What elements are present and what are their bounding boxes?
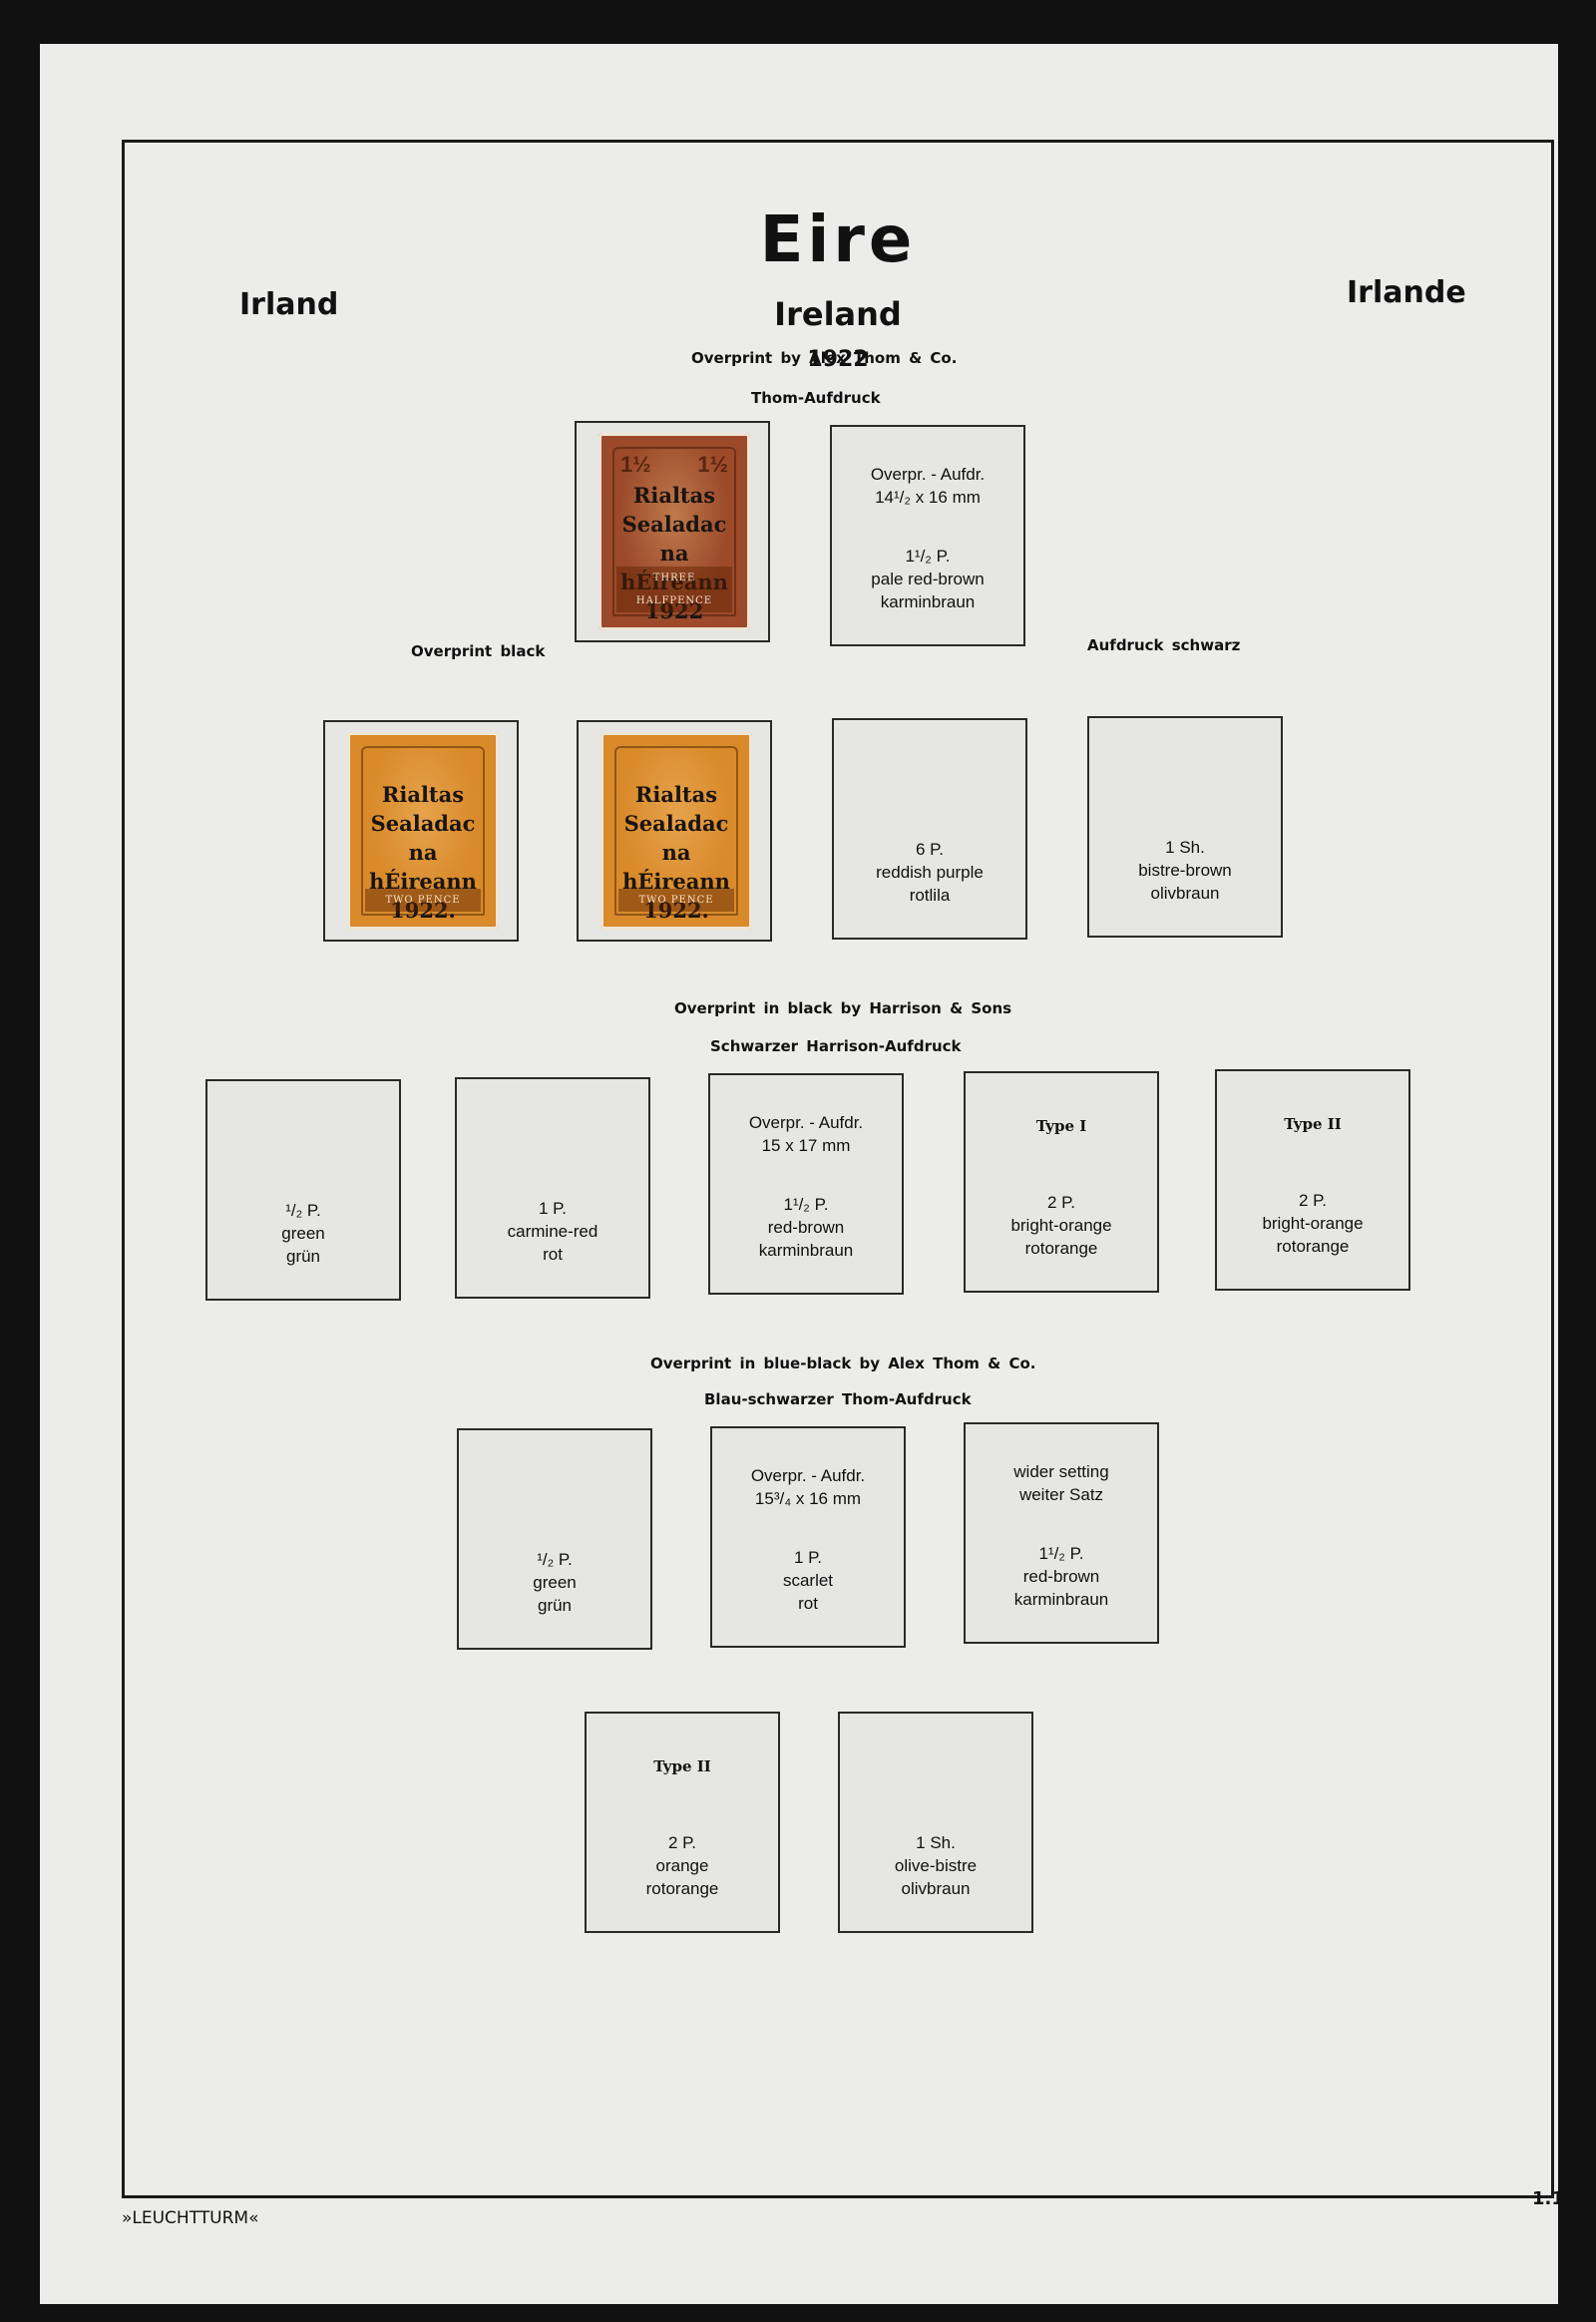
stamp-image: Rialtas Sealadac na hÉireann 1922. TWO P… — [347, 732, 499, 930]
stamp-space: Type I 2 P. bright-orange rotorange — [964, 1071, 1159, 1293]
section2-caption-de: Schwarzer Harrison-Aufdruck — [710, 1037, 962, 1055]
stamp-image: Rialtas Sealadac na hÉireann 1922. TWO P… — [600, 732, 752, 930]
page-frame — [122, 140, 1554, 2198]
stamp-space: 1 Sh. olive-bistre olivbraun — [838, 1712, 1033, 1933]
stamp-space: Overpr. - Aufdr. 15 x 17 mm 1¹/₂ P. red-… — [708, 1073, 904, 1295]
title-french: Irlande — [1347, 275, 1466, 310]
title-german: Irland — [239, 287, 339, 322]
stamp-mount: 1½ 1½ Rialtas Sealadac na hÉireann 1922 … — [575, 421, 770, 642]
stamp-space: Type II 2 P. bright-orange rotorange — [1215, 1069, 1410, 1291]
stamp-mount: Rialtas Sealadac na hÉireann 1922. TWO P… — [577, 720, 772, 942]
stamp-mount: Rialtas Sealadac na hÉireann 1922. TWO P… — [323, 720, 519, 942]
album-page: Eire Ireland Irland Irlande 1922 Overpri… — [40, 44, 1564, 2304]
stamp-space: Overpr. - Aufdr. 14¹/₂ x 16 mm 1¹/₂ P. p… — [830, 425, 1025, 646]
stamp-space: 6 P. reddish purple rotlila — [832, 718, 1027, 940]
stamp-space: Overpr. - Aufdr. 15³/₄ x 16 mm 1 P. scar… — [710, 1426, 906, 1648]
stamp-space: ¹/₂ P. green grün — [205, 1079, 401, 1301]
section2-caption-en: Overprint in black by Harrison & Sons — [674, 999, 1012, 1017]
stamp-space: 1 Sh. bistre-brown olivbraun — [1087, 716, 1283, 938]
publisher-brand: »LEUCHTTURM« — [122, 2208, 259, 2228]
page-subtitle: Ireland — [774, 295, 902, 333]
stamp-image: 1½ 1½ Rialtas Sealadac na hÉireann 1922 … — [598, 433, 750, 630]
section1-caption-de: Thom-Aufdruck — [751, 389, 881, 407]
section3-caption-en: Overprint in blue-black by Alex Thom & C… — [650, 1354, 1036, 1372]
overprint-black-label: Overprint black — [411, 642, 546, 660]
stamp-space: wider setting weiter Satz 1¹/₂ P. red-br… — [964, 1422, 1159, 1644]
page-number: 1.1 — [1532, 2188, 1564, 2209]
section3-caption-de: Blau-schwarzer Thom-Aufdruck — [704, 1390, 972, 1408]
aufdruck-schwarz-label: Aufdruck schwarz — [1087, 636, 1241, 654]
stamp-space: ¹/₂ P. green grün — [457, 1428, 652, 1650]
year-heading: 1922 — [807, 347, 869, 372]
page-title: Eire — [759, 203, 917, 277]
stamp-space: Type II 2 P. orange rotorange — [585, 1712, 780, 1933]
stamp-space: 1 P. carmine-red rot — [455, 1077, 650, 1299]
section1-caption-en: Overprint by Alex Thom & Co. — [691, 349, 958, 367]
